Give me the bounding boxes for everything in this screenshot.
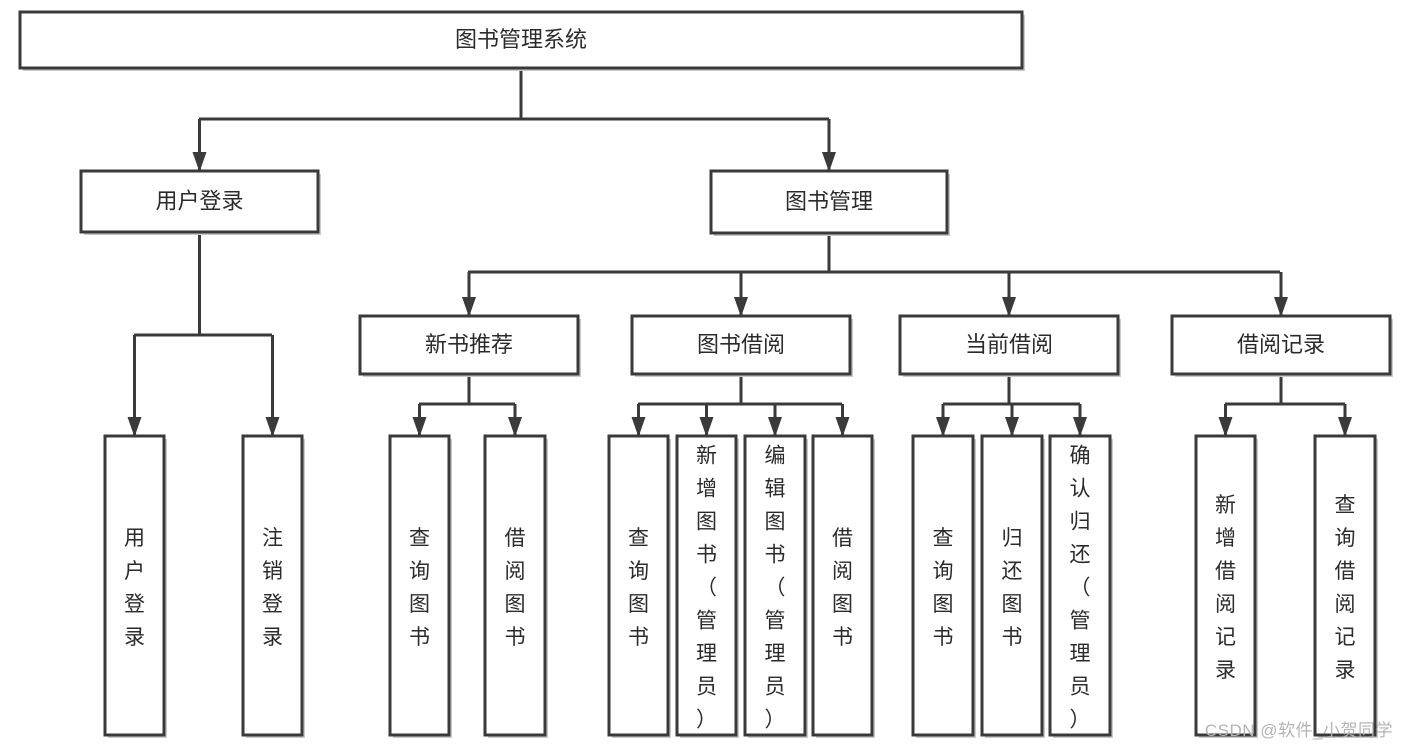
connector-group-n-book bbox=[462, 233, 1288, 317]
edge-arrowhead bbox=[734, 297, 748, 317]
node-label: 借阅图书 bbox=[832, 527, 853, 649]
node-rect[interactable] bbox=[241, 434, 304, 737]
node-label: 图书管理 bbox=[785, 189, 873, 214]
connector-group-root bbox=[192, 68, 836, 172]
node-rect[interactable] bbox=[607, 434, 670, 737]
node-n-borrow[interactable]: 图书借阅 bbox=[630, 314, 853, 377]
node-layer: 图书管理系统用户登录图书管理新书推荐图书借阅当前借阅借阅记录用户登录注销登录查询… bbox=[18, 10, 1393, 738]
node-n-newbook[interactable]: 新书推荐 bbox=[358, 314, 581, 377]
node-rect[interactable] bbox=[811, 434, 874, 737]
node-rect[interactable] bbox=[483, 434, 547, 737]
node-label: 归还图书 bbox=[1002, 527, 1023, 649]
node-l-rec-1[interactable]: 新增借阅记录 bbox=[1194, 434, 1258, 738]
node-rect[interactable] bbox=[911, 434, 975, 737]
node-l-bor-1[interactable]: 查询图书 bbox=[607, 434, 671, 738]
node-label: 查询借阅记录 bbox=[1335, 494, 1356, 682]
node-rect[interactable] bbox=[388, 434, 451, 737]
node-l-cur-2[interactable]: 归还图书 bbox=[980, 434, 1045, 738]
node-rect[interactable] bbox=[79, 169, 320, 234]
node-label: 图书借阅 bbox=[697, 332, 785, 357]
node-rect[interactable] bbox=[1194, 434, 1257, 737]
node-label: 查询图书 bbox=[628, 527, 649, 649]
connector-group-n-current bbox=[936, 374, 1087, 437]
node-label: 查询图书 bbox=[933, 527, 954, 649]
node-label: 图书管理系统 bbox=[455, 27, 587, 52]
edge-arrowhead bbox=[835, 417, 850, 437]
node-label: 新书推荐 bbox=[425, 332, 513, 357]
edge-arrowhead bbox=[192, 152, 207, 172]
connector-group-n-user bbox=[127, 232, 280, 437]
node-label: 借阅图书 bbox=[505, 527, 526, 649]
node-root[interactable]: 图书管理系统 bbox=[18, 10, 1025, 71]
edge-arrowhead bbox=[631, 417, 646, 437]
node-n-record[interactable]: 借阅记录 bbox=[1170, 314, 1393, 377]
node-l-new-1[interactable]: 查询图书 bbox=[388, 434, 452, 738]
node-l-user-1[interactable]: 用户登录 bbox=[103, 434, 167, 738]
node-label: 当前借阅 bbox=[965, 332, 1053, 357]
edge-arrowhead bbox=[1218, 417, 1233, 437]
node-l-user-2[interactable]: 注销登录 bbox=[241, 434, 305, 738]
edge-arrowhead bbox=[508, 417, 522, 437]
node-rect[interactable] bbox=[675, 434, 738, 737]
node-rect[interactable] bbox=[1313, 434, 1377, 737]
node-rect[interactable] bbox=[18, 10, 1024, 70]
node-label: 查询图书 bbox=[409, 527, 430, 649]
edge-arrowhead bbox=[1338, 417, 1352, 437]
edge-arrowhead bbox=[1274, 297, 1288, 317]
node-label: 编辑图书（管理员） bbox=[765, 445, 786, 732]
node-rect[interactable] bbox=[1170, 314, 1392, 376]
node-l-rec-2[interactable]: 查询借阅记录 bbox=[1313, 434, 1378, 738]
node-label: 新增借阅记录 bbox=[1215, 494, 1236, 682]
node-rect[interactable] bbox=[358, 314, 580, 376]
node-rect[interactable] bbox=[1048, 434, 1112, 737]
node-l-bor-3[interactable]: 编辑图书（管理员） bbox=[743, 434, 808, 738]
node-l-bor-4[interactable]: 借阅图书 bbox=[811, 434, 875, 738]
edge-arrowhead bbox=[1002, 297, 1016, 317]
node-rect[interactable] bbox=[743, 434, 807, 737]
connector-group-n-newbook bbox=[412, 374, 522, 437]
node-rect[interactable] bbox=[980, 434, 1044, 737]
edge-arrowhead bbox=[1005, 417, 1019, 437]
node-l-cur-1[interactable]: 查询图书 bbox=[911, 434, 976, 738]
node-l-new-2[interactable]: 借阅图书 bbox=[483, 434, 548, 738]
node-label: 确认归还（管理员） bbox=[1070, 445, 1091, 732]
edge-arrowhead bbox=[127, 417, 142, 437]
node-label: 借阅记录 bbox=[1237, 332, 1325, 357]
node-n-user[interactable]: 用户登录 bbox=[79, 169, 321, 235]
csdn-watermark: CSDN @软件_小贺同学 bbox=[1204, 721, 1393, 740]
node-rect[interactable] bbox=[898, 314, 1120, 376]
node-l-bor-2[interactable]: 新增图书（管理员） bbox=[675, 434, 739, 738]
node-n-current[interactable]: 当前借阅 bbox=[898, 314, 1121, 377]
node-label: 用户登录 bbox=[124, 527, 145, 649]
connector-layer bbox=[127, 68, 1352, 437]
edge-arrowhead bbox=[936, 417, 950, 437]
edge-arrowhead bbox=[699, 417, 714, 437]
edge-arrowhead bbox=[462, 297, 476, 317]
edge-arrowhead bbox=[822, 152, 836, 172]
edge-arrowhead bbox=[412, 417, 427, 437]
node-n-book[interactable]: 图书管理 bbox=[709, 169, 950, 236]
node-rect[interactable] bbox=[103, 434, 166, 737]
edge-arrowhead bbox=[1073, 417, 1087, 437]
node-label: 用户登录 bbox=[155, 188, 243, 213]
node-rect[interactable] bbox=[709, 169, 949, 235]
node-l-cur-3[interactable]: 确认归还（管理员） bbox=[1048, 434, 1113, 738]
node-rect[interactable] bbox=[630, 314, 852, 376]
edge-arrowhead bbox=[768, 417, 782, 437]
node-label: 注销登录 bbox=[262, 527, 283, 649]
node-label: 新增图书（管理员） bbox=[696, 445, 717, 732]
edge-arrowhead bbox=[265, 417, 280, 437]
connector-group-n-borrow bbox=[631, 374, 850, 437]
connector-group-n-record bbox=[1218, 374, 1352, 437]
